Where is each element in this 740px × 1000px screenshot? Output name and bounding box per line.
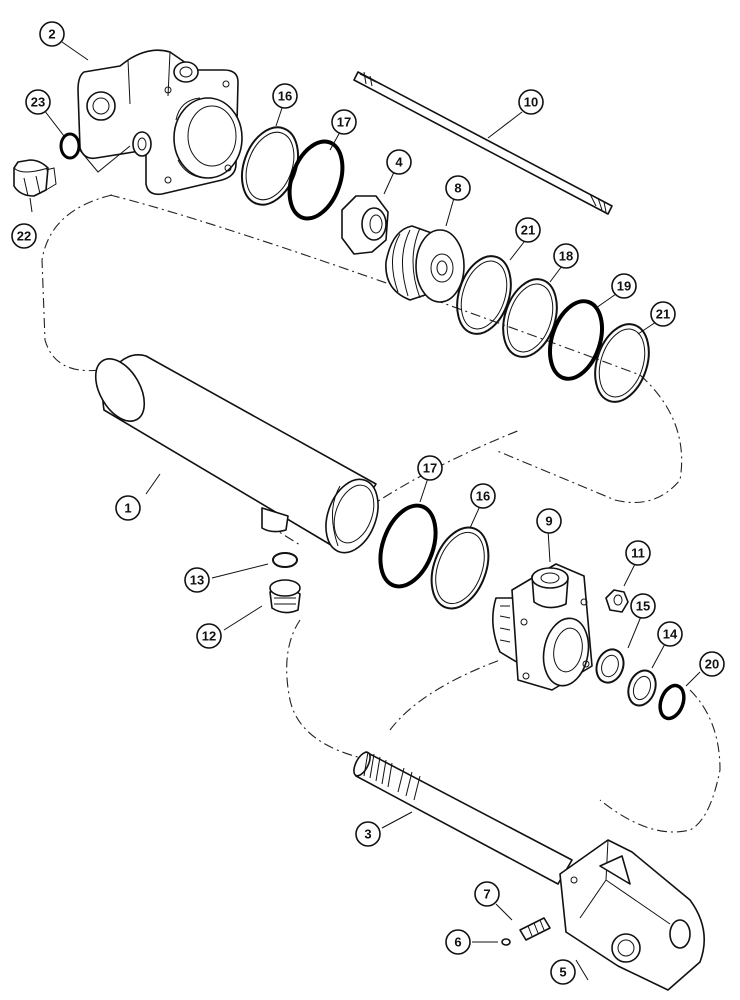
callout-1: 1	[115, 495, 141, 521]
tie-rod-10	[353, 71, 613, 215]
svg-text:18: 18	[559, 249, 573, 264]
o-ring-20	[658, 683, 686, 721]
callout-8: 8	[445, 175, 471, 201]
rear-clevis-block	[77, 49, 243, 196]
callout-23: 23	[25, 89, 51, 115]
nut-11	[605, 589, 629, 613]
o-ring-23	[59, 132, 81, 160]
svg-text:17: 17	[337, 115, 351, 130]
callout-21-lower: 21	[650, 301, 676, 327]
set-screw-7	[519, 917, 551, 941]
callout-20: 20	[699, 651, 725, 677]
svg-text:5: 5	[559, 965, 566, 980]
svg-text:3: 3	[364, 827, 371, 842]
piston-8	[385, 225, 465, 303]
callout-9: 9	[536, 508, 562, 534]
svg-text:8: 8	[454, 181, 461, 196]
wear-ring-21-upper	[456, 255, 512, 335]
svg-text:12: 12	[202, 629, 216, 644]
callout-21-upper: 21	[515, 217, 541, 243]
callout-leader-lines	[29, 41, 701, 981]
callout-10: 10	[518, 89, 544, 115]
rod-end-head-9	[492, 563, 593, 691]
callout-17-lower: 17	[417, 455, 443, 481]
svg-text:16: 16	[278, 89, 292, 104]
svg-text:21: 21	[656, 307, 670, 322]
svg-text:15: 15	[636, 599, 650, 614]
svg-text:11: 11	[631, 546, 645, 561]
o-ring-17-upper	[287, 139, 345, 221]
callout-15: 15	[630, 593, 656, 619]
o-ring-13	[272, 552, 298, 568]
callout-14: 14	[657, 621, 683, 647]
svg-text:13: 13	[190, 573, 204, 588]
o-ring-17-lower	[378, 503, 438, 589]
callout-17-upper: 17	[331, 109, 357, 135]
callout-13: 13	[184, 567, 210, 593]
callout-7: 7	[474, 881, 500, 907]
callout-16-upper: 16	[272, 83, 298, 109]
callout-12: 12	[196, 623, 222, 649]
svg-text:6: 6	[454, 935, 461, 950]
rod-clevis-5	[559, 839, 706, 991]
svg-text:2: 2	[48, 27, 55, 42]
nut-4	[341, 195, 389, 255]
svg-text:10: 10	[524, 95, 538, 110]
callout-3: 3	[355, 821, 381, 847]
plug-12	[269, 579, 301, 614]
svg-text:1: 1	[124, 501, 131, 516]
leader-line	[77, 145, 131, 173]
callout-2: 2	[39, 21, 65, 47]
svg-text:23: 23	[31, 95, 45, 110]
svg-text:19: 19	[617, 279, 631, 294]
piston-rod-3	[353, 751, 573, 885]
callout-18: 18	[553, 243, 579, 269]
callout-5: 5	[550, 959, 576, 985]
callout-11: 11	[625, 540, 651, 566]
callout-16-lower: 16	[470, 483, 496, 509]
svg-text:21: 21	[521, 223, 535, 238]
svg-text:4: 4	[395, 155, 403, 170]
svg-text:14: 14	[663, 627, 678, 642]
svg-text:20: 20	[705, 657, 719, 672]
seal-ring-18	[502, 278, 558, 358]
svg-text:16: 16	[476, 489, 490, 504]
backup-ring-16-lower	[430, 526, 490, 610]
svg-text:17: 17	[423, 461, 437, 476]
o-ring-19	[548, 299, 604, 381]
plug-22	[13, 159, 57, 197]
wear-ring-21-lower	[594, 323, 650, 403]
rod-seal-15	[595, 648, 625, 684]
ball-6	[501, 938, 511, 946]
callout-6: 6	[445, 929, 471, 955]
callout-19: 19	[611, 273, 637, 299]
cylinder-barrel-1	[94, 354, 379, 554]
wiper-14	[627, 669, 657, 707]
svg-text:22: 22	[17, 229, 31, 244]
svg-text:9: 9	[545, 514, 552, 529]
callout-4: 4	[386, 149, 412, 175]
svg-text:7: 7	[483, 887, 490, 902]
callout-22: 22	[11, 223, 37, 249]
